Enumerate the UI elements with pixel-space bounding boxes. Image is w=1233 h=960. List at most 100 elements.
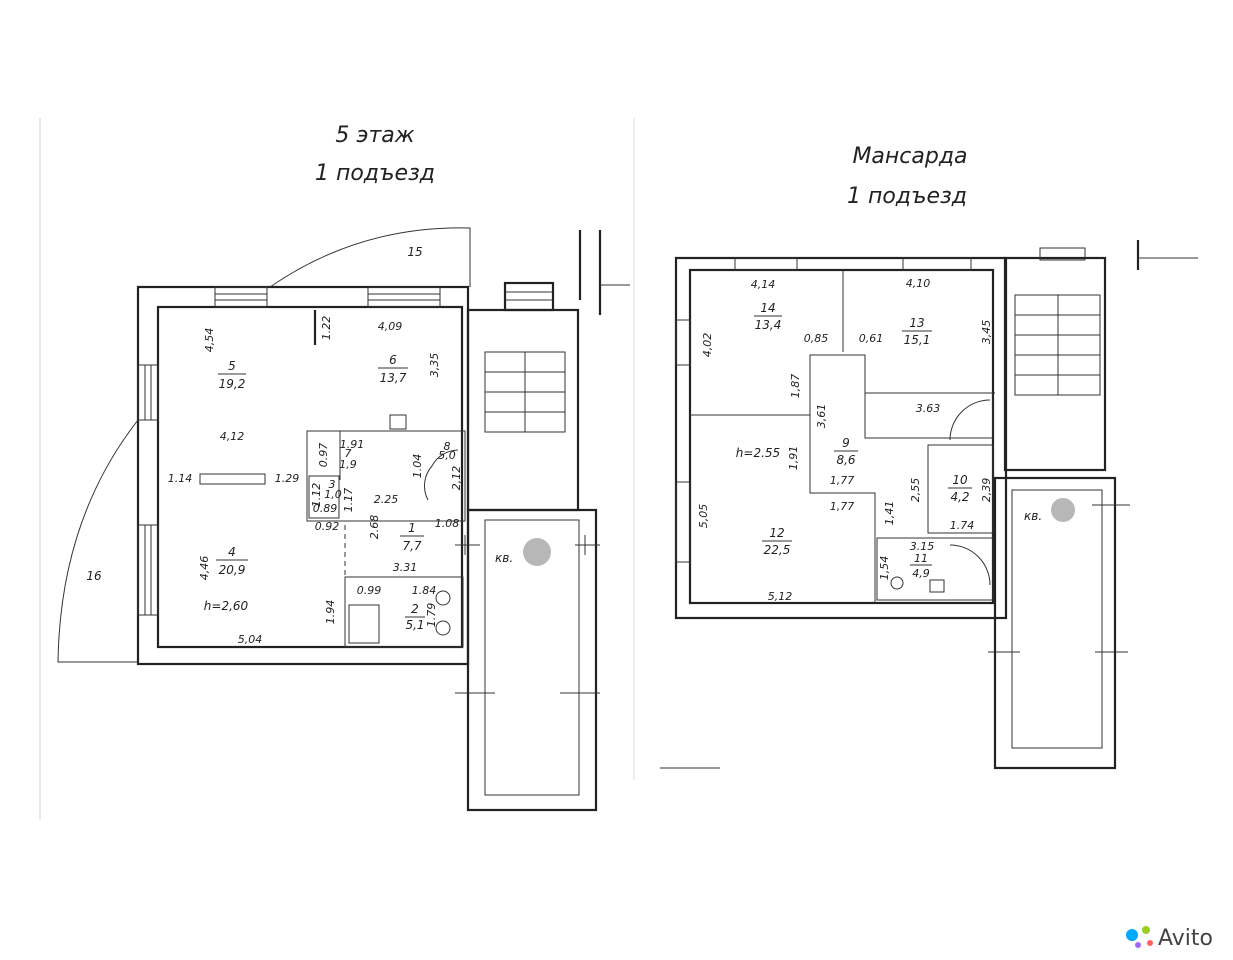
svg-text:3.31: 3.31 [393, 561, 418, 574]
room-3-area: 1,0 [324, 488, 342, 501]
svg-text:5,05: 5,05 [697, 504, 710, 529]
floor5-subtitle: 1 подъезд [315, 161, 435, 186]
floor5-room-labels: 5 19,2 6 13,7 4 20,9 1 7,7 2 5,1 3 1,0 7… [86, 245, 513, 632]
svg-text:5,12: 5,12 [768, 590, 793, 603]
svg-text:0,85: 0,85 [804, 332, 829, 345]
floor5-apt-number-blur [523, 538, 551, 566]
svg-text:5,04: 5,04 [238, 633, 263, 646]
svg-text:4,09: 4,09 [378, 320, 403, 333]
avito-logo-dot-2 [1142, 926, 1150, 934]
room-1-number: 1 [408, 521, 416, 535]
svg-text:3,61: 3,61 [815, 404, 828, 429]
floor5-apt-label: кв. [495, 551, 513, 565]
room-7-area: 1,9 [339, 458, 357, 471]
floor5-windows [137, 286, 441, 616]
svg-text:1,77: 1,77 [830, 474, 855, 487]
room-11-area: 4,9 [912, 567, 930, 580]
svg-text:3,45: 3,45 [980, 320, 993, 345]
room-12-area: 22,5 [764, 543, 791, 557]
room-11-number: 11 [914, 552, 928, 565]
svg-text:4,12: 4,12 [220, 430, 245, 443]
attic-room-labels: 14 13,4 13 15,1 9 8,6 10 4,2 12 22,5 11 … [736, 301, 1042, 580]
room-5-area: 19,2 [219, 377, 246, 391]
room-4-number: 4 [228, 545, 236, 559]
svg-text:1.04: 1.04 [411, 454, 424, 479]
room-10-number: 10 [952, 473, 968, 487]
svg-text:1.08: 1.08 [435, 517, 460, 530]
floor5-ceiling-height: h=2,60 [204, 599, 249, 613]
svg-text:0.89: 0.89 [313, 502, 338, 515]
attic-ceiling-height: h=2.55 [736, 446, 780, 460]
svg-text:0.97: 0.97 [317, 443, 330, 468]
svg-text:1,54: 1,54 [878, 556, 891, 581]
room-14-number: 13 [909, 316, 924, 330]
svg-text:1,41: 1,41 [883, 501, 896, 526]
attic-subtitle: 1 подъезд [847, 184, 967, 209]
svg-text:1.12: 1.12 [310, 483, 323, 508]
svg-text:1.22: 1.22 [320, 316, 333, 341]
svg-text:1.14: 1.14 [168, 472, 193, 485]
floor5-bathroom [344, 576, 464, 648]
floor5-stair-hall [306, 430, 466, 522]
room-8-area: 5,0 [438, 449, 456, 462]
svg-text:2.25: 2.25 [374, 493, 399, 506]
room-6-area: 13,7 [380, 371, 407, 385]
svg-text:2,39: 2,39 [980, 478, 993, 503]
svg-text:1.84: 1.84 [412, 584, 437, 597]
room-13-area: 13,4 [755, 318, 782, 332]
stair-shaft-attic [1003, 256, 1107, 472]
svg-text:4,46: 4,46 [198, 556, 211, 581]
svg-text:1,91: 1,91 [787, 446, 800, 471]
room-1-area: 7,7 [402, 539, 421, 553]
room-10-area: 4,2 [950, 490, 969, 504]
floor5-plan [57, 227, 630, 812]
balcony-15-label: 15 [407, 245, 422, 259]
room-8-number: 8 [444, 440, 451, 453]
avito-watermark-text: Avito [1158, 926, 1213, 951]
svg-text:2.68: 2.68 [368, 515, 381, 540]
corridor-attic [993, 476, 1117, 770]
room-12-number: 12 [769, 526, 784, 540]
svg-text:3,35: 3,35 [428, 353, 441, 378]
room-2-area: 5,1 [405, 618, 424, 632]
room-9-number: 9 [842, 436, 850, 450]
corridor-floor5 [466, 508, 598, 812]
svg-text:0,61: 0,61 [859, 332, 884, 345]
room-6-number: 6 [389, 353, 397, 367]
avito-logo-dot-3 [1135, 942, 1141, 948]
svg-text:3.15: 3.15 [910, 540, 935, 553]
svg-text:4,54: 4,54 [203, 328, 216, 353]
svg-text:0.99: 0.99 [357, 584, 382, 597]
svg-text:1.17: 1.17 [342, 488, 355, 513]
svg-text:2,12: 2,12 [450, 466, 463, 491]
svg-text:1.74: 1.74 [950, 519, 975, 532]
svg-text:1.91: 1.91 [340, 438, 365, 451]
avito-watermark: Avito [1126, 926, 1213, 951]
attic-room-10 [927, 444, 994, 534]
balcony-left-outline [57, 419, 139, 663]
attic-apt-label: кв. [1024, 509, 1042, 523]
svg-text:1.29: 1.29 [275, 472, 300, 485]
svg-text:2,55: 2,55 [909, 478, 922, 503]
svg-text:1,87: 1,87 [789, 374, 802, 399]
svg-text:1.94: 1.94 [324, 600, 337, 625]
attic-apt-number-blur [1051, 498, 1075, 522]
attic-bathroom [876, 537, 994, 601]
room-7-number: 7 [345, 447, 352, 460]
room-5-number: 5 [228, 359, 236, 373]
svg-text:4,10: 4,10 [906, 277, 931, 290]
room-14-area: 15,1 [904, 333, 931, 347]
svg-text:4,02: 4,02 [701, 333, 714, 358]
floor5-dimensions: 4,54 1.22 4,09 3,35 4,12 1.14 1.29 0.97 … [168, 316, 463, 646]
svg-text:1.79: 1.79 [425, 603, 438, 628]
room-4-area: 20,9 [219, 563, 246, 577]
attic-plan [660, 240, 1198, 770]
svg-text:4,14: 4,14 [751, 278, 776, 291]
avito-logo-dot-4 [1147, 940, 1153, 946]
balcony-top-outline [269, 227, 471, 288]
room-2-number: 2 [411, 602, 419, 616]
floor5-title: 5 этаж [335, 123, 414, 148]
svg-text:3.63: 3.63 [916, 402, 941, 415]
room-13-number: 14 [760, 301, 775, 315]
